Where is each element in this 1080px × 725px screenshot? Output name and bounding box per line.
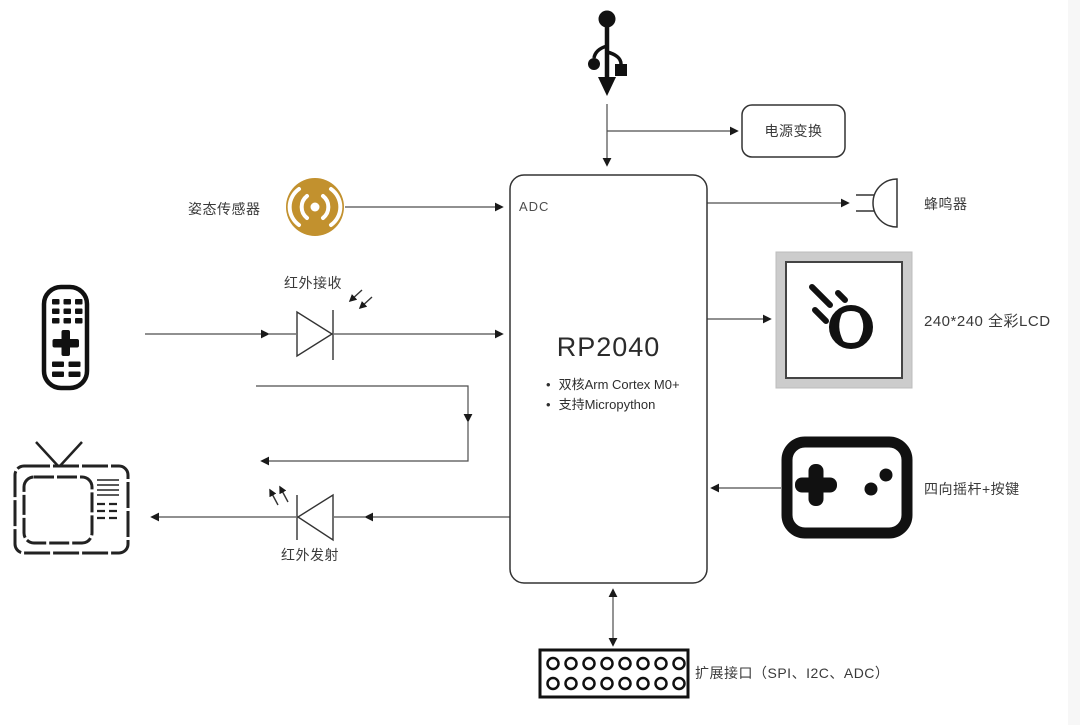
lcd-label: 240*240 全彩LCD bbox=[924, 313, 1051, 330]
buzzer-label: 蜂鸣器 bbox=[924, 196, 968, 212]
attitude-sensor-label: 姿态传感器 bbox=[188, 201, 261, 217]
ir-transmit-label: 红外发射 bbox=[281, 547, 339, 563]
expansion-label: 扩展接口（SPI、I2C、ADC） bbox=[695, 665, 890, 681]
gamepad-icon bbox=[781, 436, 913, 539]
tv-icon bbox=[13, 441, 130, 555]
expansion-box bbox=[538, 648, 690, 699]
flying-ball-icon bbox=[809, 284, 873, 349]
ir-receive-diode-icon bbox=[296, 289, 373, 360]
mcu-feature-list: 双核Arm Cortex M0+ 支持Micropython bbox=[546, 375, 680, 415]
connector-loop-right-down bbox=[256, 385, 473, 423]
mcu-feature-item: 支持Micropython bbox=[546, 395, 680, 415]
page-edge bbox=[1068, 0, 1080, 725]
power-box-label: 电源变换 bbox=[764, 123, 823, 139]
ir-receive-label: 红外接收 bbox=[284, 275, 342, 291]
connector-loop-back-left bbox=[260, 421, 469, 466]
ir-transmit-diode-icon bbox=[269, 485, 334, 542]
mcu-title: RP2040 bbox=[556, 332, 661, 362]
mcu-adc-pin-label: ADC bbox=[519, 199, 550, 214]
mcu-feature-item: 双核Arm Cortex M0+ bbox=[546, 375, 680, 395]
usb-icon bbox=[588, 10, 627, 96]
power-box bbox=[741, 104, 846, 158]
pin-header-icon bbox=[546, 656, 686, 691]
attitude-sensor-icon bbox=[286, 178, 344, 236]
lcd-inner-screen bbox=[785, 261, 903, 379]
buzzer-icon bbox=[856, 178, 898, 228]
remote-control-icon bbox=[41, 284, 90, 391]
joystick-label: 四向摇杆+按键 bbox=[924, 481, 1020, 497]
